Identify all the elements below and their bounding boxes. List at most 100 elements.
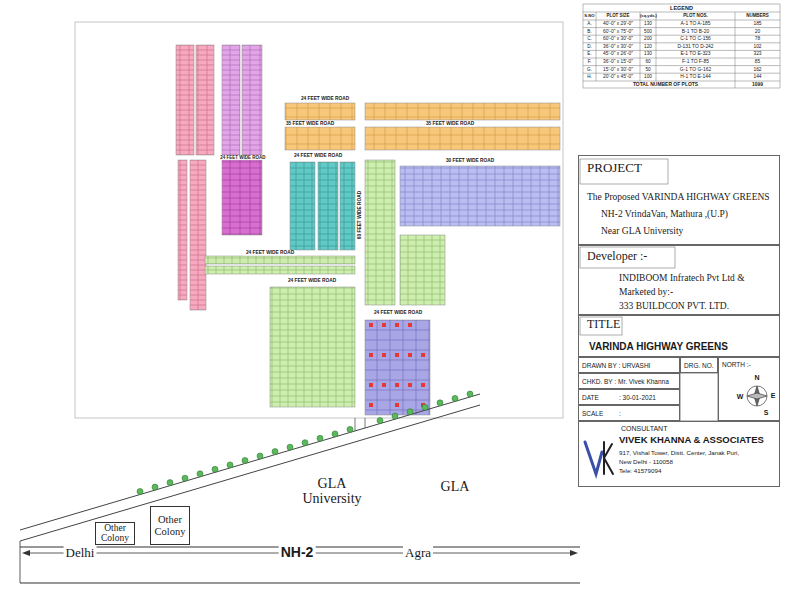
node-heading: CONSULTANT <box>621 425 667 433</box>
node-heading: Developer :- <box>587 250 647 264</box>
table-cell: A. <box>583 20 596 28</box>
node-heading: TITLE <box>587 318 620 332</box>
table-cell: 60'-0" x 30'-0" <box>596 35 640 43</box>
node-text: New Delhi - 110058 <box>619 458 673 465</box>
table-cell: 20 <box>735 28 780 36</box>
project-panel: PROJECT The Proposed VARINDA HIGHWAY GREE… <box>578 155 780 245</box>
highway-name: NH-2 <box>279 545 316 560</box>
table-cell: H. <box>583 73 596 81</box>
title-cell: DRG. NO. <box>680 357 718 373</box>
table-cell: B. <box>583 28 596 36</box>
road-label: 35 FEET WIDE ROAD <box>424 121 476 126</box>
table-cell: 102 <box>735 43 780 51</box>
table-cell: G-1 TO G-162 <box>656 66 735 74</box>
table-cell: 20'-0" x 45'-0" <box>596 73 640 81</box>
node-text: INDIBOOM Infratech Pvt Ltd & <box>619 273 745 284</box>
table-cell: 162 <box>735 66 780 74</box>
table-cell: 500 <box>640 28 656 36</box>
table-total: 1099 <box>735 81 780 88</box>
table-cell: 60'-0" x 75'-0" <box>596 28 640 36</box>
table-header: PLOT SIZE <box>596 12 640 20</box>
node-text: VARINDA HIGHWAY GREENS <box>589 341 728 353</box>
table-cell: 120 <box>640 43 656 51</box>
table-cell: 85 <box>735 58 780 66</box>
developer-panel: Developer :- INDIBOOM Infratech Pvt Ltd &… <box>578 245 780 315</box>
title-cell: DATE : 30-01-2021 <box>578 389 680 405</box>
node-text: : 30-01-2021 <box>619 394 656 401</box>
place-name: GLA <box>441 479 470 494</box>
road-label: 24 FEET WIDE ROAD <box>218 155 267 160</box>
table-cell: 45'-0" x 26'-0" <box>596 50 640 58</box>
table-cell: 40'-0" x 29'-0" <box>596 20 640 28</box>
table-cell: 60 <box>640 58 656 66</box>
node-text: Marketed by:- <box>619 287 673 298</box>
table-cell: E. <box>583 50 596 58</box>
node-heading: CHKD. BY : Mr. Vivek Khanna <box>582 378 669 385</box>
place-name: GLA University <box>290 476 374 507</box>
compass-letter: S <box>764 409 769 417</box>
node-text: : <box>619 410 621 417</box>
road-label: 24 FEET WIDE ROAD <box>292 153 344 158</box>
table-cell: 50 <box>640 66 656 74</box>
road-label: 24 FEET WIDE ROAD <box>286 278 338 283</box>
table-cell: 200 <box>640 35 656 43</box>
table-total: TOTAL NUMBER OF PLOTS <box>596 81 735 88</box>
node-heading: Other Colony <box>152 514 188 536</box>
table-cell: B-1 TO B-20 <box>656 28 735 36</box>
table-header: (sq.yds.) <box>640 12 656 20</box>
table-header: PLOT NOS. <box>656 12 735 20</box>
node-text: 333 BUILDCON PVT. LTD. <box>619 301 729 312</box>
node-text: Near GLA University <box>601 226 683 237</box>
road-label: 24 FEET WIDE ROAD <box>299 96 351 101</box>
table-header: S.NO <box>583 12 596 20</box>
table-header: NUMBERS <box>735 12 780 20</box>
north-cell: NORTH :- <box>718 357 780 421</box>
direction-label: Agra <box>403 546 433 560</box>
table-cell: 78 <box>735 35 780 43</box>
table-cell: 100 <box>640 73 656 81</box>
table-heading: LEGEND <box>583 4 780 12</box>
direction-label: Delhi <box>64 546 97 560</box>
table-cell: D-131 TO D-242 <box>656 43 735 51</box>
table-cell: C-1 TO C-156 <box>656 35 735 43</box>
table-cell: 185 <box>735 20 780 28</box>
node-heading: NORTH :- <box>722 361 751 368</box>
node-heading: Other Colony <box>97 524 133 544</box>
node-text: 917, Vishal Tower, Distt. Center, Janak … <box>619 449 739 456</box>
table-cell: 36'-0" x 15'-0" <box>596 58 640 66</box>
title-cell: DRAWN BY : URVASHI <box>578 357 680 373</box>
compass-letter: E <box>771 392 776 400</box>
table-cell: E-1 TO E-323 <box>656 50 735 58</box>
road-label: 35 FEET WIDE ROAD <box>284 121 336 126</box>
node-text: NH-2 VrindaVan, Mathura ,(U.P) <box>601 209 728 220</box>
table-cell: 130 <box>640 50 656 58</box>
table-cell: G. <box>583 66 596 74</box>
title-panel: TITLE VARINDA HIGHWAY GREENS <box>578 315 780 357</box>
node-heading: PROJECT <box>587 161 642 176</box>
table-cell: H-1 TO E-144 <box>656 73 735 81</box>
table-cell: C. <box>583 35 596 43</box>
table-cell: A-1 TO A-185 <box>656 20 735 28</box>
table-cell: F. <box>583 58 596 66</box>
colony-box: Other Colony <box>95 522 135 545</box>
table-cell: 130 <box>640 20 656 28</box>
table-cell: 15'-0" x 30'-0" <box>596 66 640 74</box>
compass-letter: N <box>754 374 759 382</box>
colony-box: Other Colony <box>150 506 190 545</box>
node-text: The Proposed VARINDA HIGHWAY GREENS <box>587 192 770 203</box>
table-cell: 144 <box>735 73 780 81</box>
node-heading: DATE <box>582 394 599 401</box>
title-cell: CHKD. BY : Mr. Vivek Khanna <box>578 373 680 389</box>
table-cell: 323 <box>735 50 780 58</box>
table-cell: 36'-0" x 30'-0" <box>596 43 640 51</box>
node-text: Tele: 41579094 <box>619 467 661 474</box>
consultant-panel: CONSULTANTVIVEK KHANNA & ASSOCIATES917, … <box>578 421 780 487</box>
table-cell: D. <box>583 43 596 51</box>
node-heading: DRG. NO. <box>684 362 714 369</box>
title-cell: SCALE: <box>578 405 680 421</box>
compass-letter: W <box>737 393 744 401</box>
road-label: 24 FEET WIDE ROAD <box>372 310 424 315</box>
road-label: 30 FEET WIDE ROAD <box>444 158 496 163</box>
